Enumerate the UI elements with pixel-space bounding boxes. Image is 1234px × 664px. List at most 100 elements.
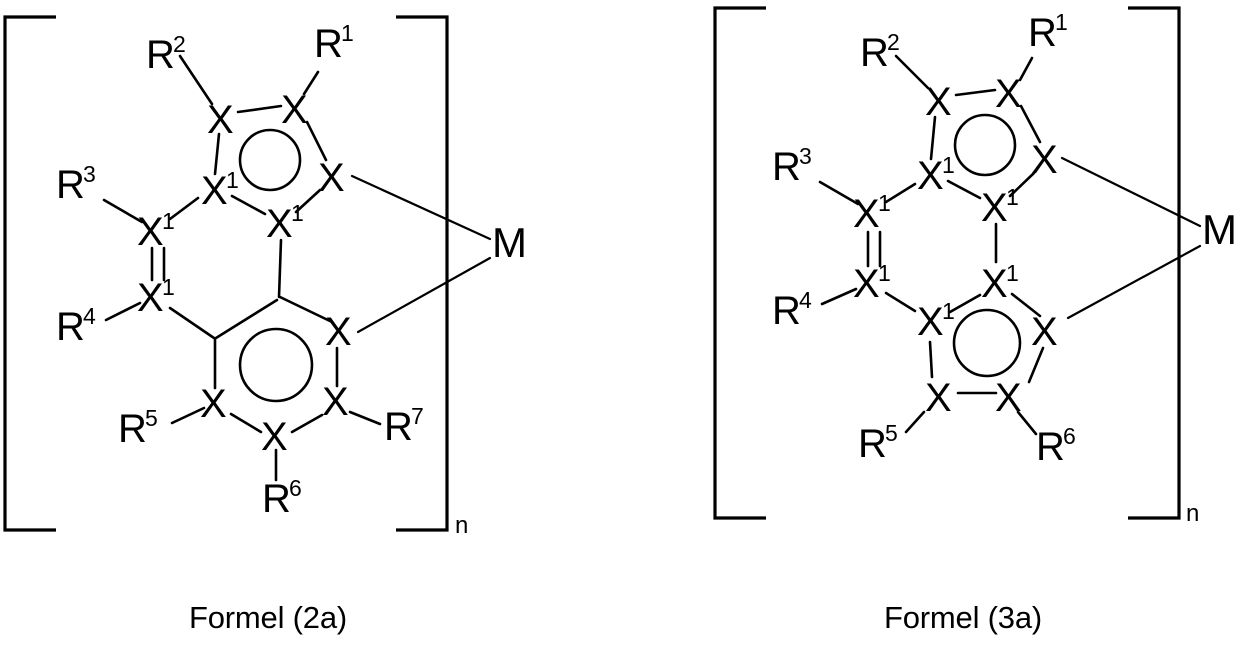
atom-bottom-c-3a: X	[995, 376, 1022, 420]
substituent-r2-3a: R 2	[860, 29, 900, 75]
substituent-r2-base-3a: R	[860, 31, 889, 75]
substituent-r2-base-2a: R	[146, 33, 175, 77]
left-bracket-open-2a	[3, 15, 56, 532]
atom-bottom-c-2a: X	[322, 380, 349, 424]
atom-bottom-e-2a: X	[200, 382, 227, 426]
formel-3a-group: n	[713, 6, 1234, 527]
bond-center-ef-3a	[884, 182, 917, 204]
atom-top-c-2a: X	[318, 156, 345, 200]
substituent-r4-3a: R 4	[772, 287, 812, 333]
bond-top-de-3a	[946, 179, 982, 200]
bond-center-e-f	[168, 196, 200, 221]
aromatic-circle-bottom-3a	[952, 308, 1022, 378]
bond-top-bc	[305, 120, 328, 162]
substituent-r5-base-3a: R	[858, 422, 887, 466]
bond-bot-de-3a	[928, 340, 934, 379]
substituent-r6-base-2a: R	[262, 477, 291, 521]
atom-center-g-2a: X	[137, 276, 164, 320]
bond-r3-3a	[818, 180, 860, 206]
bond-bot-ab-3a	[1010, 292, 1042, 318]
bond-r1-3a	[1018, 56, 1034, 82]
atom-center-g-3a: X	[853, 262, 880, 306]
atom-center-d-sup-3a: 1	[1006, 184, 1019, 210]
atom-top-b-2a: X	[281, 88, 308, 132]
bond-center-g-h	[168, 306, 216, 340]
left-bracket-close-2a	[396, 15, 449, 532]
substituent-r6-3a: R 6	[1036, 423, 1076, 469]
substituent-r6-sup-3a: 6	[1063, 423, 1076, 449]
bond-r1-2a	[302, 70, 320, 96]
substituent-r3-base-3a: R	[772, 145, 801, 189]
bond-top-bc-3a	[1019, 104, 1042, 144]
bond-metal-top-3a	[1060, 156, 1202, 228]
bond-center-h-i	[214, 298, 279, 340]
bond-metal-top-2a	[350, 174, 492, 241]
metal-label-3a: M	[1202, 206, 1234, 253]
atom-bottom-b-3a: X	[1031, 310, 1058, 354]
substituent-r3-3a: R 3	[772, 143, 812, 189]
bond-r2-2a	[178, 54, 214, 106]
bond-r5-2a	[170, 406, 206, 425]
bond-metal-bottom-2a	[356, 256, 492, 334]
substituent-r7-2a: R 7	[384, 403, 424, 449]
bond-r4-2a	[104, 301, 142, 322]
bond-metal-bottom-3a	[1066, 244, 1202, 320]
substituent-r7-base-2a: R	[384, 405, 413, 449]
substituent-r4-sup-2a: 4	[83, 303, 96, 329]
bond-r5-3a	[904, 410, 926, 434]
atom-center-e-sup-2a: 1	[226, 167, 239, 193]
atom-center-f-3a: X	[853, 192, 880, 236]
substituent-r1-base-2a: R	[314, 22, 343, 66]
atom-center-i-sup-3a: 1	[1006, 260, 1019, 286]
bond-r4-3a	[820, 287, 858, 306]
substituent-r4-sup-3a: 4	[799, 287, 812, 313]
atom-center-d-sup-2a: 1	[291, 200, 304, 226]
bond-bot-d-e	[229, 412, 263, 434]
bond-center-hi-3a	[948, 293, 982, 314]
bond-center-gh-3a	[884, 291, 917, 313]
bond-r7-2a	[348, 410, 382, 426]
atom-center-g-sup-3a: 1	[878, 260, 891, 286]
atom-top-a-2a: X	[207, 98, 234, 142]
substituent-r1-sup-2a: 1	[341, 20, 354, 46]
substituent-r2-2a: R 2	[146, 31, 186, 77]
atom-center-f-sup-2a: 1	[162, 208, 175, 234]
atom-center-i-3a: X	[981, 262, 1008, 306]
metal-label-2a: M	[492, 219, 527, 266]
atom-top-c-3a: X	[1031, 138, 1058, 182]
bond-top-ab-3a	[954, 88, 997, 97]
repeat-subscript-n-2a: n	[455, 512, 468, 539]
atom-center-g-sup-2a: 1	[162, 274, 175, 300]
bond-top-ab	[236, 104, 283, 114]
bond-top-ea-3a	[929, 115, 937, 161]
atom-center-d-3a: X	[981, 186, 1008, 230]
substituent-r5-3a: R 5	[858, 420, 898, 466]
atom-bottom-d-3a: X	[925, 376, 952, 420]
substituent-r6-2a: R 6	[262, 475, 302, 521]
substituent-r1-2a: R 1	[314, 20, 354, 66]
bond-bot-c-d	[290, 413, 324, 434]
aromatic-circle-top-2a	[238, 128, 302, 192]
substituent-r4-base-3a: R	[772, 289, 801, 333]
substituent-r5-sup-3a: 5	[885, 420, 898, 446]
bond-top-de	[230, 194, 267, 216]
bond-bot-a-b	[278, 295, 334, 324]
atom-bottom-b-2a: X	[325, 310, 352, 354]
substituent-r6-sup-2a: 6	[289, 475, 302, 501]
bond-center-i-d	[277, 238, 283, 299]
bond-bot-bc-3a	[1027, 346, 1045, 384]
bond-r3-2a	[102, 198, 144, 224]
bond-r2-3a	[894, 54, 930, 90]
substituent-r1-sup-3a: 1	[1055, 9, 1068, 35]
substituent-r3-sup-3a: 3	[799, 143, 812, 169]
caption-formel-3a: Formel (3a)	[884, 600, 1042, 635]
substituent-r5-base-2a: R	[118, 407, 147, 451]
atom-center-h-sup-3a: 1	[942, 298, 955, 324]
atom-center-e-2a: X	[201, 169, 228, 213]
right-bracket-close-3a	[1128, 6, 1181, 520]
substituent-r2-sup-2a: 2	[173, 31, 186, 57]
substituent-r1-base-3a: R	[1028, 11, 1057, 55]
bond-top-cd	[294, 188, 322, 214]
right-bracket-open-3a	[713, 6, 766, 520]
